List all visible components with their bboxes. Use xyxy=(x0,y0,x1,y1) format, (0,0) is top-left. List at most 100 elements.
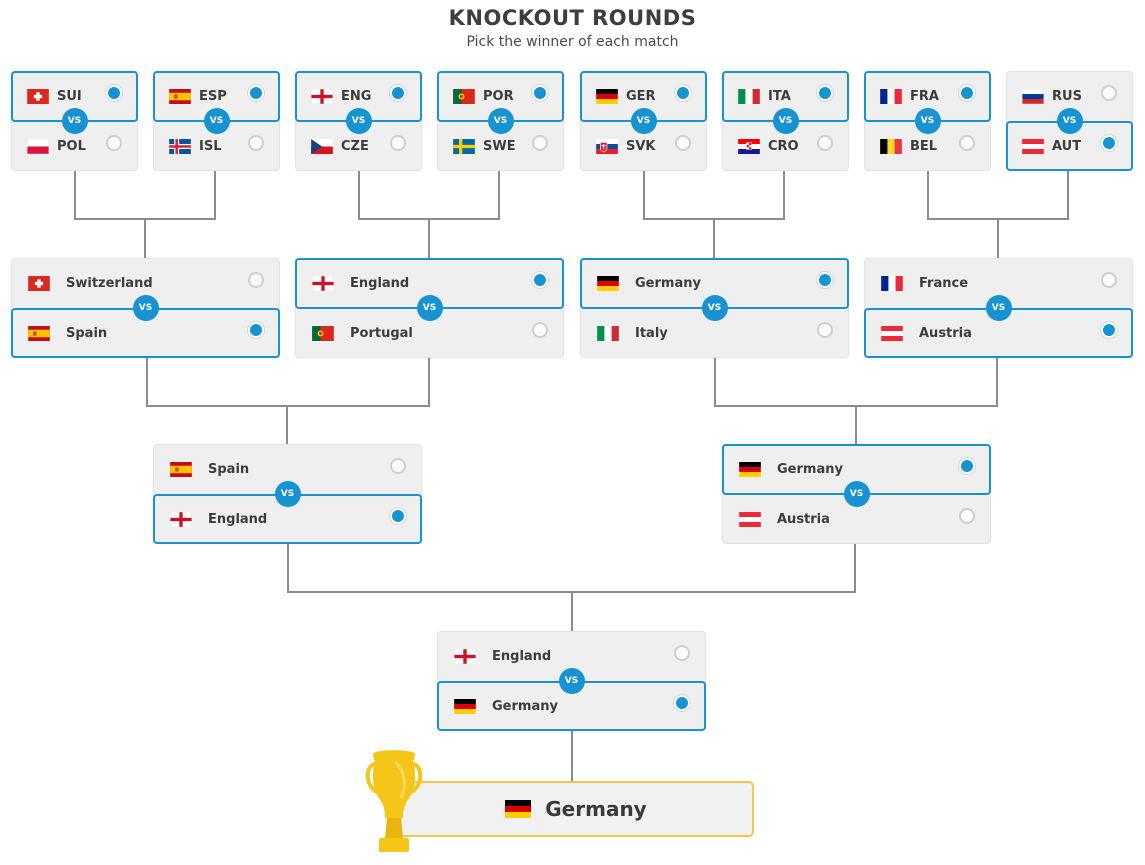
team-slot-pol[interactable]: POL xyxy=(11,121,138,171)
radio-unselected[interactable] xyxy=(1101,272,1117,288)
team-slot-england[interactable]: England xyxy=(295,258,564,309)
radio-unselected[interactable] xyxy=(675,135,691,151)
england-flag-icon xyxy=(170,511,192,527)
champion-box: Germany xyxy=(398,781,754,837)
radio-unselected[interactable] xyxy=(1101,85,1117,101)
team-slot-portugal[interactable]: Portugal xyxy=(295,308,564,358)
radio-selected[interactable] xyxy=(817,272,833,288)
spain-flag-icon xyxy=(28,325,50,341)
team-slot-italy[interactable]: Italy xyxy=(580,308,849,358)
team-name: France xyxy=(919,276,969,291)
team-name: Portugal xyxy=(350,325,413,341)
team-slot-france[interactable]: France xyxy=(864,258,1133,309)
radio-selected[interactable] xyxy=(390,508,406,524)
connector-r16-1 xyxy=(74,170,216,258)
team-name: Austria xyxy=(919,325,972,341)
connector-r16-2 xyxy=(358,170,500,258)
team-name: ENG xyxy=(341,89,372,104)
team-slot-eng[interactable]: ENG xyxy=(295,71,422,122)
team-slot-bel[interactable]: BEL xyxy=(864,121,991,171)
radio-unselected[interactable] xyxy=(106,135,122,151)
team-slot-ita[interactable]: ITA xyxy=(722,71,849,122)
radio-selected[interactable] xyxy=(959,458,975,474)
connector-r16-3 xyxy=(643,170,785,258)
vs-badge: VS xyxy=(274,481,301,507)
radio-unselected[interactable] xyxy=(532,135,548,151)
germany-flag-icon xyxy=(454,698,476,714)
radio-selected[interactable] xyxy=(106,85,122,101)
radio-selected[interactable] xyxy=(959,85,975,101)
vs-badge: VS xyxy=(203,108,230,134)
germany-flag-icon xyxy=(505,800,532,818)
team-slot-spain[interactable]: Spain xyxy=(153,444,422,495)
trophy-icon xyxy=(365,750,423,852)
team-name: SVK xyxy=(626,138,656,154)
page-title: KNOCKOUT ROUNDS xyxy=(448,6,697,30)
vs-badge: VS xyxy=(345,108,372,134)
radio-unselected[interactable] xyxy=(248,135,264,151)
team-name: SWE xyxy=(483,138,516,154)
team-slot-svk[interactable]: SVK xyxy=(580,121,707,171)
team-slot-rus[interactable]: RUS xyxy=(1006,71,1133,122)
radio-selected[interactable] xyxy=(532,272,548,288)
team-name: GER xyxy=(626,89,656,104)
portugal-flag-icon xyxy=(312,325,334,341)
radio-selected[interactable] xyxy=(675,85,691,101)
vs-badge: VS xyxy=(61,108,88,134)
radio-unselected[interactable] xyxy=(532,322,548,338)
vs-badge: VS xyxy=(701,295,728,321)
vs-badge: VS xyxy=(558,668,585,694)
germany-flag-icon xyxy=(597,276,619,291)
germany-flag-icon xyxy=(739,462,761,477)
radio-unselected[interactable] xyxy=(817,135,833,151)
team-slot-england[interactable]: England xyxy=(437,631,706,682)
radio-unselected[interactable] xyxy=(959,135,975,151)
radio-unselected[interactable] xyxy=(248,272,264,288)
connector-qf-2 xyxy=(714,357,998,444)
team-name: POL xyxy=(57,138,86,154)
radio-selected[interactable] xyxy=(248,85,264,101)
team-name: England xyxy=(492,649,552,664)
team-slot-isl[interactable]: ISL xyxy=(153,121,280,171)
austria-flag-icon xyxy=(1022,138,1044,154)
sweden-flag-icon xyxy=(453,138,475,154)
vs-badge: VS xyxy=(1056,108,1083,134)
radio-selected[interactable] xyxy=(248,322,264,338)
radio-selected[interactable] xyxy=(390,85,406,101)
team-slot-esp[interactable]: ESP xyxy=(153,71,280,122)
team-name: Germany xyxy=(777,462,843,477)
germany-flag-icon xyxy=(596,89,618,104)
radio-unselected[interactable] xyxy=(959,508,975,524)
radio-selected[interactable] xyxy=(1101,135,1117,151)
radio-unselected[interactable] xyxy=(817,322,833,338)
team-slot-cze[interactable]: CZE xyxy=(295,121,422,171)
team-name: ITA xyxy=(768,89,791,104)
radio-selected[interactable] xyxy=(817,85,833,101)
team-name: CZE xyxy=(341,138,369,154)
radio-selected[interactable] xyxy=(674,695,690,711)
team-slot-switzerland[interactable]: Switzerland xyxy=(11,258,280,309)
radio-unselected[interactable] xyxy=(390,135,406,151)
team-slot-swe[interactable]: SWE xyxy=(437,121,564,171)
switzerland-flag-icon xyxy=(27,89,49,104)
england-flag-icon xyxy=(312,276,334,291)
team-slot-sui[interactable]: SUI xyxy=(11,71,138,122)
france-flag-icon xyxy=(880,89,902,104)
team-name: Italy xyxy=(635,325,668,341)
team-slot-austria[interactable]: Austria xyxy=(722,494,991,544)
slovakia-flag-icon xyxy=(596,138,618,154)
radio-selected[interactable] xyxy=(1101,322,1117,338)
austria-flag-icon xyxy=(881,325,903,341)
team-slot-cro[interactable]: CRO xyxy=(722,121,849,171)
radio-selected[interactable] xyxy=(532,85,548,101)
radio-unselected[interactable] xyxy=(390,458,406,474)
radio-unselected[interactable] xyxy=(674,645,690,661)
spain-flag-icon xyxy=(170,462,192,477)
team-name: FRA xyxy=(910,89,939,104)
